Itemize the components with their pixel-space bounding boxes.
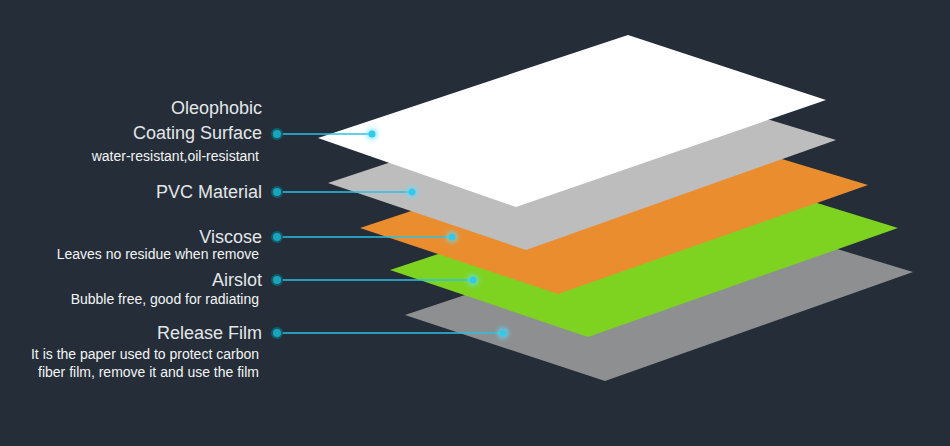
layer-title: Release Film — [4, 322, 262, 344]
layer-title: Oleophobic Coating Surface — [122, 96, 262, 146]
layer-title: Airslot — [4, 269, 262, 291]
layer-note: Leaves no residue when remove — [4, 245, 259, 263]
layer-note: It is the paper used to protect carbon f… — [27, 345, 259, 381]
layer-note: Bubble free, good for radiating — [4, 290, 259, 308]
leader-end-dots — [366, 128, 509, 339]
layer-title: Viscose — [4, 226, 262, 248]
coating-layer — [318, 35, 826, 207]
layer-title: PVC Material — [4, 181, 262, 203]
leader-start-dots — [271, 128, 283, 339]
layer-note: water-resistant,oil-resistant — [4, 147, 259, 165]
leader-lines — [277, 134, 503, 333]
